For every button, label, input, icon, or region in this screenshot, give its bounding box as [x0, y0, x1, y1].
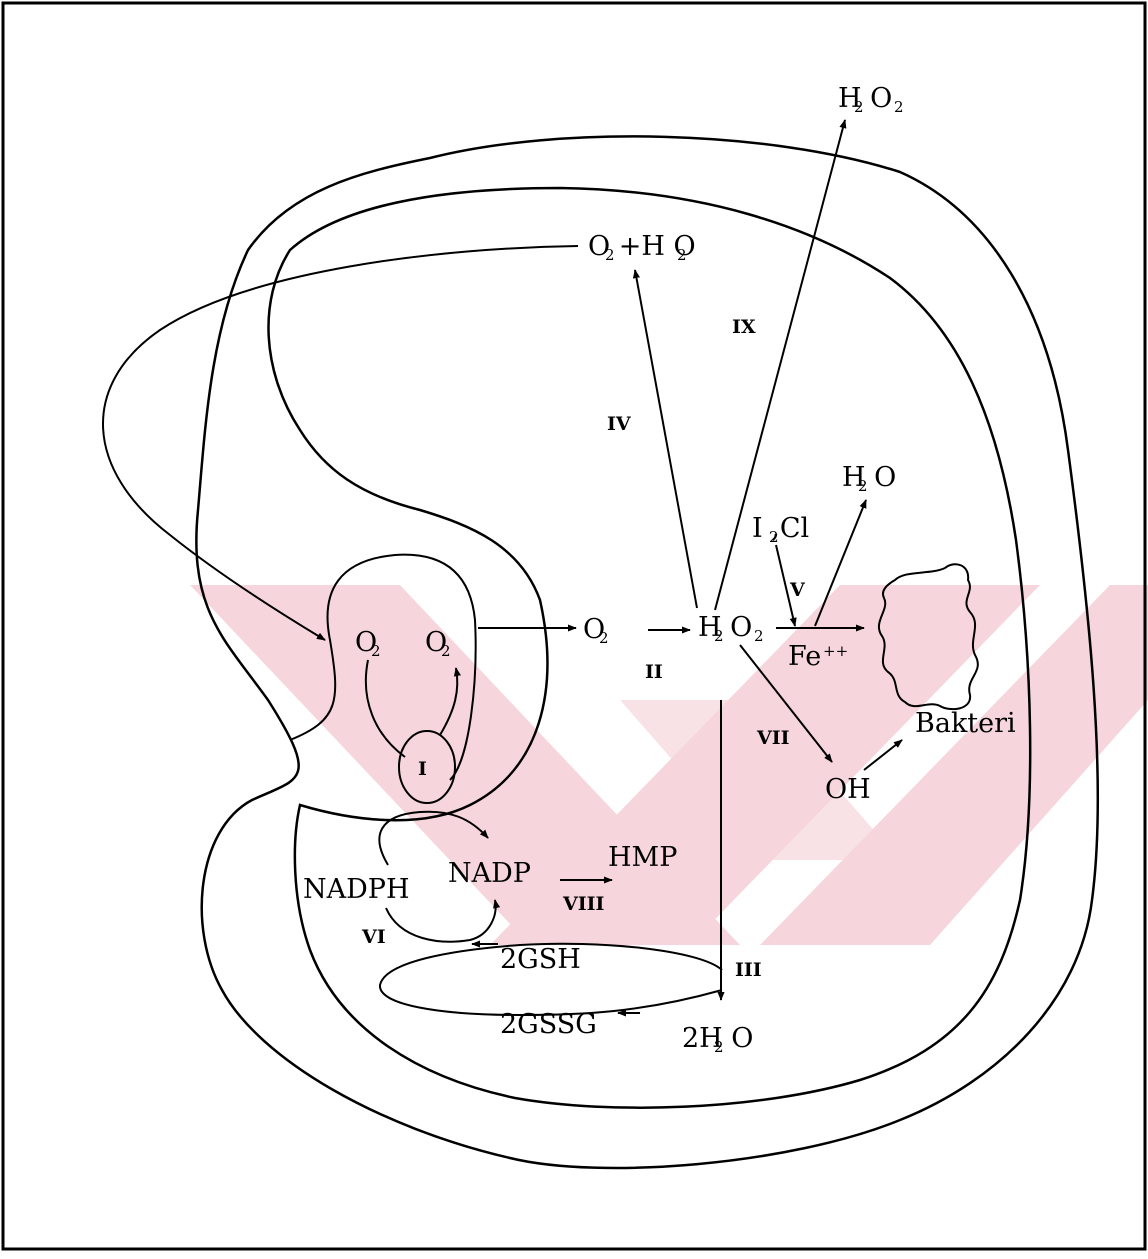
label-h2o2: H O — [698, 612, 752, 643]
svg-text:2: 2 — [769, 528, 779, 546]
step-v: V — [789, 579, 806, 601]
label-nadph: NADPH — [303, 874, 409, 905]
step-i: I — [418, 758, 427, 780]
label-hmp: HMP — [608, 842, 677, 873]
svg-text:2: 2 — [677, 246, 687, 264]
label-fe: Fe — [788, 641, 821, 672]
step-ix: IX — [732, 316, 756, 338]
label-gsh: 2GSH — [500, 944, 581, 975]
svg-text:2: 2 — [894, 98, 904, 116]
step-vii: VII — [756, 727, 790, 749]
label-nadp: NADP — [448, 858, 531, 889]
step-iv: IV — [607, 413, 632, 435]
svg-text:2: 2 — [371, 642, 381, 660]
svg-text:2: 2 — [599, 629, 609, 647]
svg-text:++: ++ — [823, 642, 848, 660]
svg-text:2: 2 — [714, 627, 724, 645]
svg-text:2: 2 — [854, 98, 864, 116]
svg-text:2: 2 — [441, 642, 451, 660]
svg-text:2: 2 — [754, 627, 764, 645]
label-gssg: 2GSSG — [500, 1009, 597, 1040]
svg-text:2: 2 — [714, 1038, 724, 1056]
step-ii: II — [645, 661, 663, 683]
step-vi: VI — [361, 926, 386, 948]
svg-text:2: 2 — [605, 246, 615, 264]
label-icl: I ,Cl — [752, 513, 809, 544]
label-h2o-right: H O — [842, 462, 896, 493]
step-iii: III — [735, 959, 762, 981]
label-oh: OH — [825, 774, 871, 805]
label-bakteri: Bakteri — [915, 708, 1016, 739]
label-h2o2-top: H O — [838, 83, 892, 114]
svg-text:2: 2 — [858, 477, 868, 495]
step-viii: VIII — [562, 893, 605, 915]
